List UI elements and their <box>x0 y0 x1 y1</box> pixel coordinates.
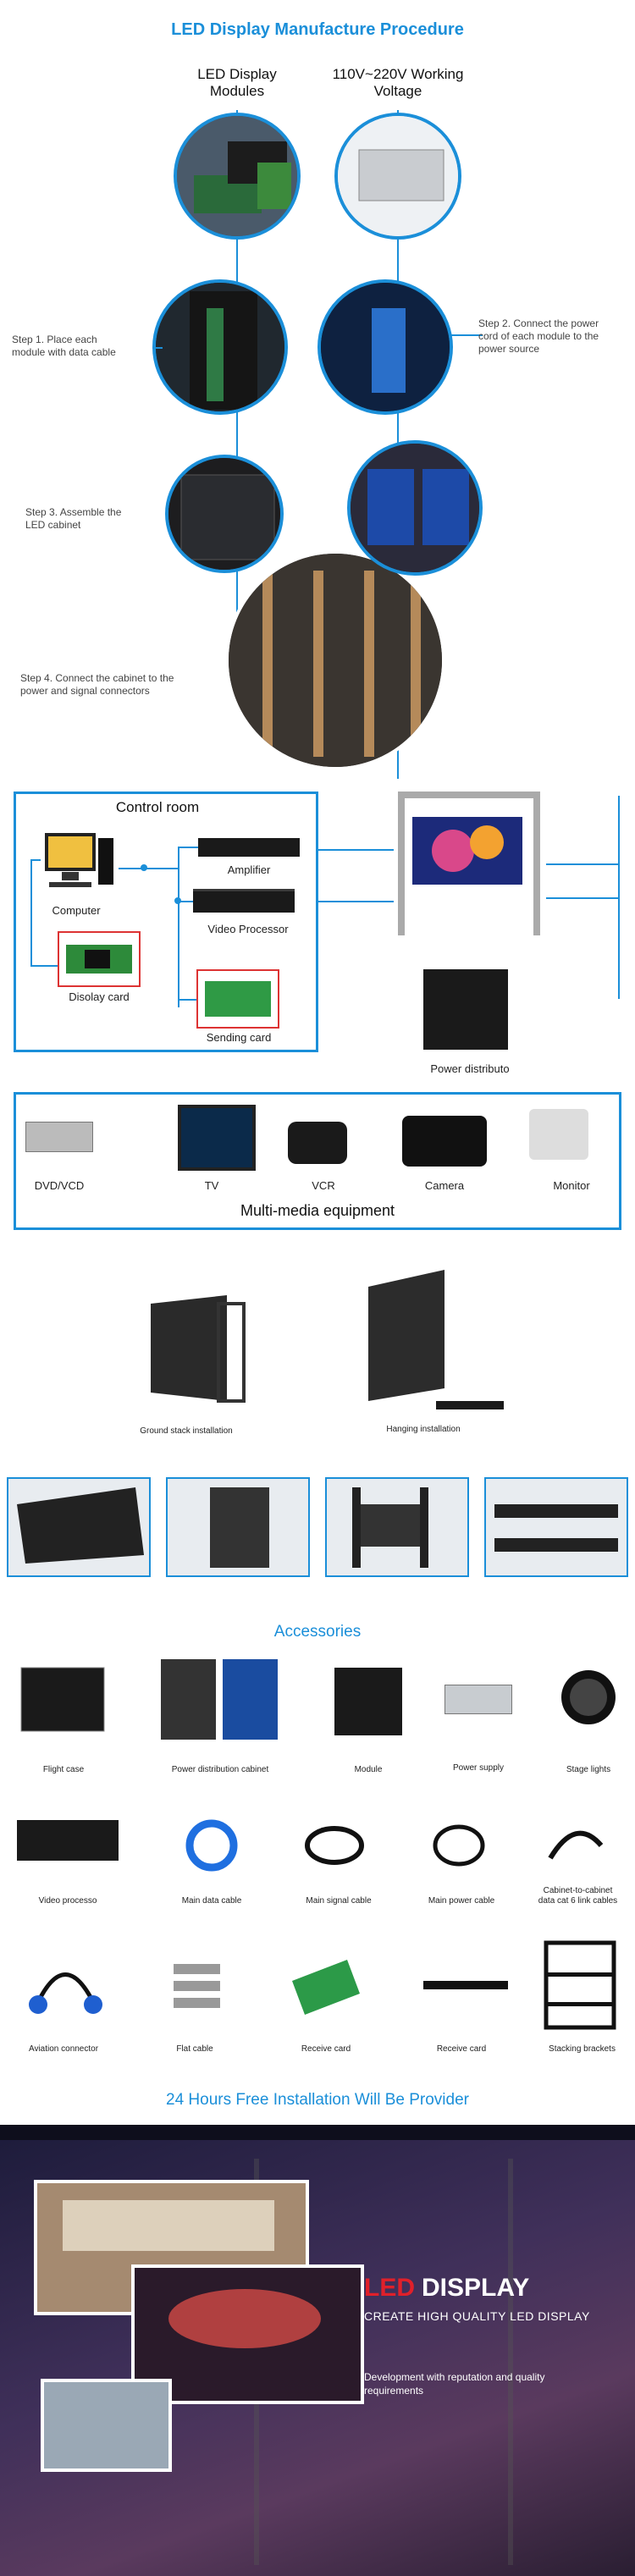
sending-card-label: Sending card <box>206 1031 272 1044</box>
hanging-image <box>368 1270 512 1418</box>
control-room-box <box>14 792 318 1052</box>
banner-desc: Development with reputation and quality … <box>364 2371 545 2397</box>
video-processor-label: Video Processor <box>207 923 289 935</box>
acc-receive-card-2: Receive card <box>436 2044 487 2054</box>
acc-receive-card-1: Receive card <box>301 2044 351 2054</box>
acc-cat6-cable: Cabinet-to-cabinet data cat 6 link cable… <box>538 1886 618 1906</box>
banner-photo-2 <box>131 2264 364 2404</box>
media-tv: TV <box>204 1179 219 1192</box>
vcr-image <box>288 1122 347 1164</box>
main-data-cable-image <box>182 1818 241 1873</box>
sending-card-image <box>196 969 279 1029</box>
step-1: Step 1. Place each module with data cabl… <box>12 334 116 358</box>
accessories-title: Accessories <box>273 1623 362 1641</box>
power-supply-acc-image <box>444 1685 512 1714</box>
main-power-cable-image <box>428 1820 491 1871</box>
col-left-heading: LED Display Modules <box>197 66 277 99</box>
install-thumb-4 <box>484 1477 628 1577</box>
install-thumb-3 <box>325 1477 469 1577</box>
dvd-image <box>25 1122 93 1152</box>
module-image <box>174 113 301 240</box>
power-label: Power distributo <box>430 1062 510 1075</box>
hanging-label: Hanging installation <box>386 1425 461 1434</box>
cabinet-image <box>165 455 284 573</box>
install-thumb-1 <box>7 1477 151 1577</box>
acc-flight-case: Flight case <box>42 1765 85 1774</box>
cable-module-image <box>152 279 288 415</box>
col-right-heading: 110V~220V Working Voltage <box>332 66 464 99</box>
computer-image <box>41 830 117 893</box>
camera-image <box>402 1116 487 1167</box>
ground-stack-image <box>134 1295 248 1405</box>
acc-stacking-brackets: Stacking brackets <box>549 2044 616 2054</box>
step-2: Step 2. Connect the power cord of each m… <box>478 317 599 355</box>
computer-label: Computer <box>52 904 101 917</box>
module-acc-image <box>334 1668 402 1735</box>
acc-main-data-cable: Main data cable <box>181 1896 242 1906</box>
control-room-title: Control room <box>115 799 200 815</box>
media-vcr: VCR <box>312 1179 335 1192</box>
video-processor-image <box>193 889 295 913</box>
banner-tagline: CREATE HIGH QUALITY LED DISPLAY <box>364 2309 590 2323</box>
banner-photo-3 <box>41 2379 172 2472</box>
main-signal-cable-image <box>301 1820 368 1871</box>
banner-display: DISPLAY <box>422 2274 530 2302</box>
ground-stack-label: Ground stack installation <box>140 1426 233 1436</box>
cabinet-connectors-image <box>225 550 445 770</box>
amplifier-image <box>198 838 300 857</box>
power-supply-image <box>334 113 461 240</box>
cat6-cable-image <box>542 1820 610 1871</box>
procedure-title: LED Display Manufacture Procedure <box>171 20 464 39</box>
display-card-image <box>58 931 141 987</box>
stacking-brackets-image <box>542 1939 618 2032</box>
acc-flat-cable: Flat cable <box>176 2044 213 2054</box>
install-thumb-2 <box>166 1477 310 1577</box>
step-4: Step 4. Connect the cabinet to the power… <box>20 672 174 697</box>
multimedia-box <box>14 1092 621 1230</box>
acc-module: Module <box>354 1765 383 1774</box>
free-install-heading: 24 Hours Free Installation Will Be Provi… <box>166 2091 469 2109</box>
media-monitor: Monitor <box>553 1179 590 1192</box>
flat-cable-image <box>165 1955 229 2019</box>
receive-card-image-2 <box>419 1972 512 1998</box>
media-dvd: DVD/VCD <box>34 1179 85 1192</box>
assembled-cabinet-image <box>347 440 483 576</box>
multimedia-title: Multi-media equipment <box>240 1202 395 1219</box>
display-card-label: Disolay card <box>69 990 130 1003</box>
step-3: Step 3. Assemble the LED cabinet <box>25 506 122 531</box>
acc-aviation-connector: Aviation connector <box>28 2044 99 2054</box>
acc-main-power-cable: Main power cable <box>428 1896 495 1906</box>
receive-card-image-1 <box>288 1955 364 2019</box>
acc-power-supply: Power supply <box>452 1763 505 1773</box>
video-processor-acc-image <box>17 1820 119 1861</box>
acc-video-processor: Video processo <box>38 1896 97 1906</box>
flight-case-image <box>17 1659 108 1740</box>
led-screen-truss <box>394 792 546 935</box>
banner-led: LED <box>364 2274 415 2302</box>
acc-power-dist: Power distribution cabinet <box>171 1765 269 1774</box>
power-cord-image <box>318 279 453 415</box>
stage-light-image <box>555 1663 622 1731</box>
amplifier-label: Amplifier <box>227 863 271 876</box>
power-dist-cabinet-image <box>157 1655 284 1744</box>
media-camera: Camera <box>424 1179 465 1192</box>
power-distribution-image <box>423 969 508 1050</box>
aviation-connector-image <box>21 1955 110 2019</box>
banner-bg <box>0 2125 635 2576</box>
monitor-image <box>529 1109 588 1160</box>
tv-image <box>178 1105 256 1171</box>
acc-stage-lights: Stage lights <box>566 1765 611 1774</box>
acc-main-signal-cable: Main signal cable <box>306 1896 372 1906</box>
